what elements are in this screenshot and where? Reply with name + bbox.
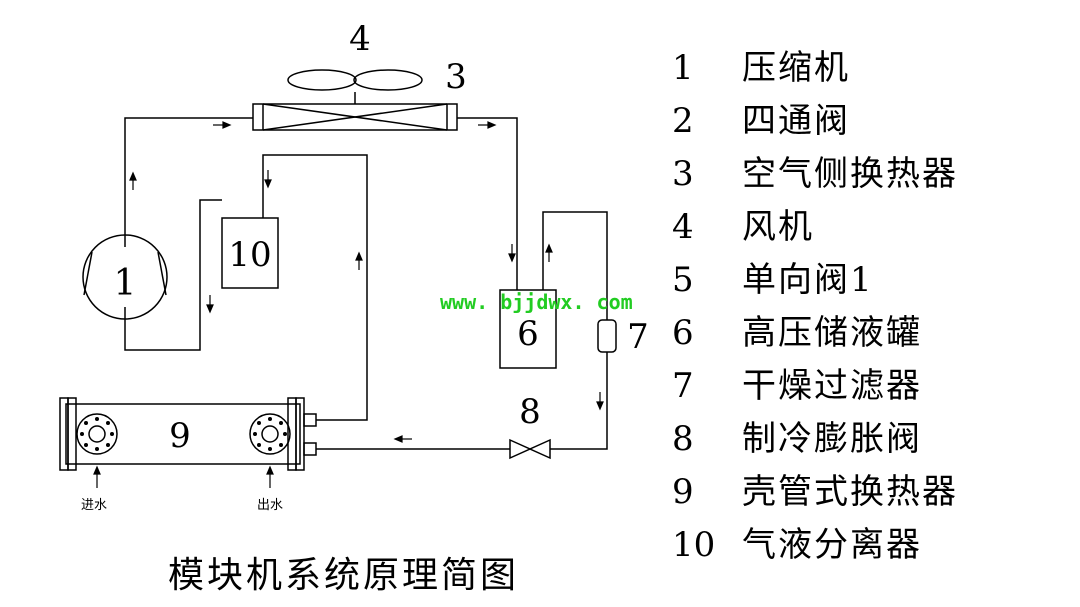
water-outlet-label: 出水 <box>257 498 283 513</box>
legend-item: 3 空气侧换热器 <box>672 148 1072 201</box>
label-expansion-valve: 8 <box>519 392 541 432</box>
legend-number: 7 <box>672 366 694 406</box>
flow-arrow-up <box>545 243 553 262</box>
label-air-exchanger: 3 <box>445 57 467 97</box>
pipe-separator-to-shell <box>262 154 368 421</box>
legend-number: 5 <box>672 260 694 300</box>
water-inlet-arrow <box>93 465 101 488</box>
legend-number: 6 <box>672 313 694 353</box>
water-outlet-arrow <box>266 465 274 488</box>
flow-arrow-up <box>355 251 363 270</box>
legend-item: 8 制冷膨胀阀 <box>672 413 1072 466</box>
legend-label: 干燥过滤器 <box>742 366 922 406</box>
flow-arrow-down <box>596 392 604 411</box>
legend-number: 3 <box>672 154 694 194</box>
legend-label: 空气侧换热器 <box>742 154 958 194</box>
flange-left <box>76 413 118 455</box>
legend-item: 4 风机 <box>672 201 1072 254</box>
legend-item: 10 气液分离器 <box>672 519 1072 572</box>
label-separator: 10 <box>228 235 271 275</box>
legend-label: 壳管式换热器 <box>742 472 958 512</box>
legend-label: 气液分离器 <box>742 525 922 565</box>
pipe-filter-to-valve <box>550 352 608 450</box>
legend-label: 单向阀1 <box>742 260 874 300</box>
legend-label: 四通阀 <box>742 101 850 141</box>
legend-number: 1 <box>672 48 694 88</box>
label-compressor: 1 <box>114 263 137 304</box>
legend-item: 1 压缩机 <box>672 42 1072 95</box>
flow-arrow-right <box>478 121 497 129</box>
legend-item: 5 单向阀1 <box>672 254 1072 307</box>
flow-arrow-up <box>129 171 137 190</box>
flow-arrow-down <box>206 295 214 314</box>
pipe-receiver-to-filter <box>542 211 608 320</box>
flow-arrow-left <box>393 435 412 443</box>
diagram-title: 模块机系统原理简图 <box>168 555 520 596</box>
fan-blade-right <box>353 69 423 91</box>
shell-tube-body <box>65 403 301 465</box>
water-inlet-label: 进水 <box>81 498 107 513</box>
flow-arrow-right <box>213 121 232 129</box>
legend-item: 2 四通阀 <box>672 95 1072 148</box>
label-receiver: 6 <box>517 314 539 354</box>
fan-blade-left <box>287 69 357 91</box>
separator-box <box>221 217 279 289</box>
flow-arrow-down <box>264 170 272 189</box>
legend-label: 高压储液罐 <box>742 313 922 353</box>
legend-number: 8 <box>672 419 694 459</box>
filter-symbol <box>597 319 617 353</box>
pipe-compressor-to-air-exchanger <box>124 117 253 247</box>
legend-number: 10 <box>672 525 716 565</box>
label-filter: 7 <box>627 317 649 357</box>
flow-arrow-down <box>508 244 516 263</box>
component-legend: 1 压缩机 2 四通阀 3 空气侧换热器 4 风机 5 单向阀1 6 高压储液罐 7 干燥过滤… <box>672 42 1072 572</box>
legend-item: 9 壳管式换热器 <box>672 466 1072 519</box>
legend-number: 2 <box>672 101 694 141</box>
label-shell-tube: 9 <box>169 416 191 456</box>
legend-label: 制冷膨胀阀 <box>742 419 922 459</box>
pipe-air-exchanger-to-receiver <box>457 117 518 290</box>
legend-label: 风机 <box>742 207 814 247</box>
legend-item: 7 干燥过滤器 <box>672 360 1072 413</box>
watermark-url: www. bjjdwx. com <box>440 290 633 314</box>
receiver-box <box>499 289 557 369</box>
legend-label: 压缩机 <box>742 48 850 88</box>
pipe-compressor-to-separator <box>124 199 222 351</box>
compressor-symbol <box>82 234 168 320</box>
legend-number: 4 <box>672 207 694 247</box>
expansion-valve-symbol <box>509 438 532 460</box>
label-fan: 4 <box>349 19 371 59</box>
flange-right <box>249 413 291 455</box>
legend-number: 9 <box>672 472 694 512</box>
legend-item: 6 高压储液罐 <box>672 307 1072 360</box>
